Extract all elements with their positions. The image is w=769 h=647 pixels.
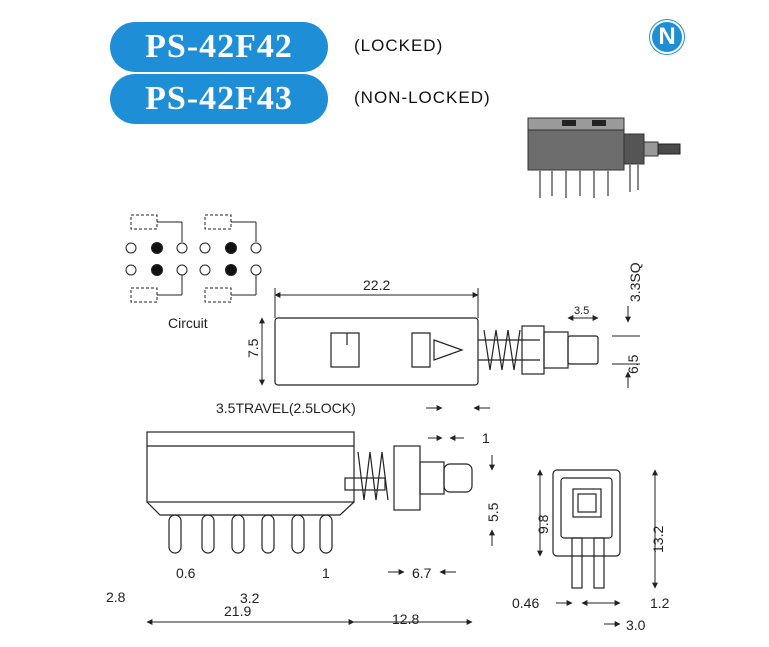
side-view (146, 431, 473, 554)
dim-flange-height: 5.5 (485, 502, 501, 522)
model-badge-nonlocked: PS-42F43 (110, 74, 328, 124)
brand-logo: N (652, 22, 682, 52)
dim-end-height: 13.2 (650, 526, 666, 553)
dim-plunger-len: 3.5 (574, 305, 589, 317)
dim-end-width: 9.8 (535, 514, 551, 534)
nonlocked-label: (NON-LOCKED) (354, 88, 491, 107)
product-photo (527, 117, 681, 198)
dim-end-pitch: 3.0 (626, 617, 646, 633)
brand-logo-letter: N (658, 23, 676, 50)
circuit-diagram (125, 214, 262, 303)
dim-plunger-ext: 6.7 (412, 565, 432, 581)
dim-pin-start: 2.8 (106, 589, 126, 605)
dim-height: 7.5 (245, 338, 261, 358)
dim-pin-tip: 1 (322, 565, 330, 581)
dim-length: 22.2 (363, 277, 390, 293)
dim-plunger-sq: 3.3SQ (627, 262, 643, 302)
dim-body-length: 21.9 (224, 603, 251, 619)
model-badge-locked: PS-42F42 (110, 22, 328, 72)
dim-pin-diameter: 0.46 (512, 595, 539, 611)
dim-shaft-gap: 1 (482, 430, 490, 446)
circuit-label: Circuit (168, 315, 208, 331)
dim-travel: 3.5TRAVEL(2.5LOCK) (216, 400, 356, 416)
dim-pin-pitch: 3.2 (240, 590, 260, 606)
end-view (552, 469, 621, 589)
dim-pin-width: 0.6 (176, 565, 196, 581)
dim-end-pin-width: 1.2 (650, 595, 670, 611)
dim-plunger-offset: 6.5 (625, 354, 641, 374)
model-name-locked: PS-42F42 (145, 28, 293, 65)
top-view (274, 317, 599, 386)
locked-label: (LOCKED) (354, 36, 444, 55)
model-name-nonlocked: PS-42F43 (145, 80, 293, 117)
dim-front-length: 12.8 (392, 611, 419, 627)
